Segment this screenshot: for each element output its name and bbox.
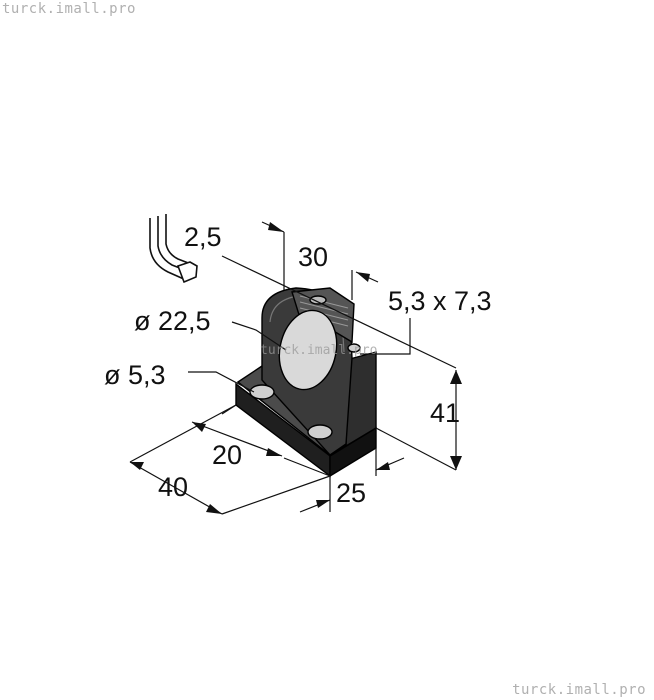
dim-slot: 5,3 x 7,3 <box>388 286 492 316</box>
dim-bore-diameter: ø 22,5 <box>134 306 211 336</box>
dim-height: 41 <box>430 398 460 428</box>
dim-thickness: 2,5 <box>184 222 222 252</box>
mounting-bracket <box>235 287 377 478</box>
dimension-arrows <box>130 222 462 514</box>
watermark-center: turck.imall.pro <box>260 343 377 358</box>
watermark-bottom: turck.imall.pro <box>512 682 646 698</box>
dim-depth: 25 <box>336 478 366 508</box>
dim-length: 40 <box>158 472 188 502</box>
dim-hole-diameter: ø 5,3 <box>104 360 166 390</box>
dim-top-width: 30 <box>298 242 328 272</box>
bent-rod-icon <box>149 214 198 284</box>
watermark-top: turck.imall.pro <box>2 1 136 17</box>
dim-hole-spacing: 20 <box>212 440 242 470</box>
